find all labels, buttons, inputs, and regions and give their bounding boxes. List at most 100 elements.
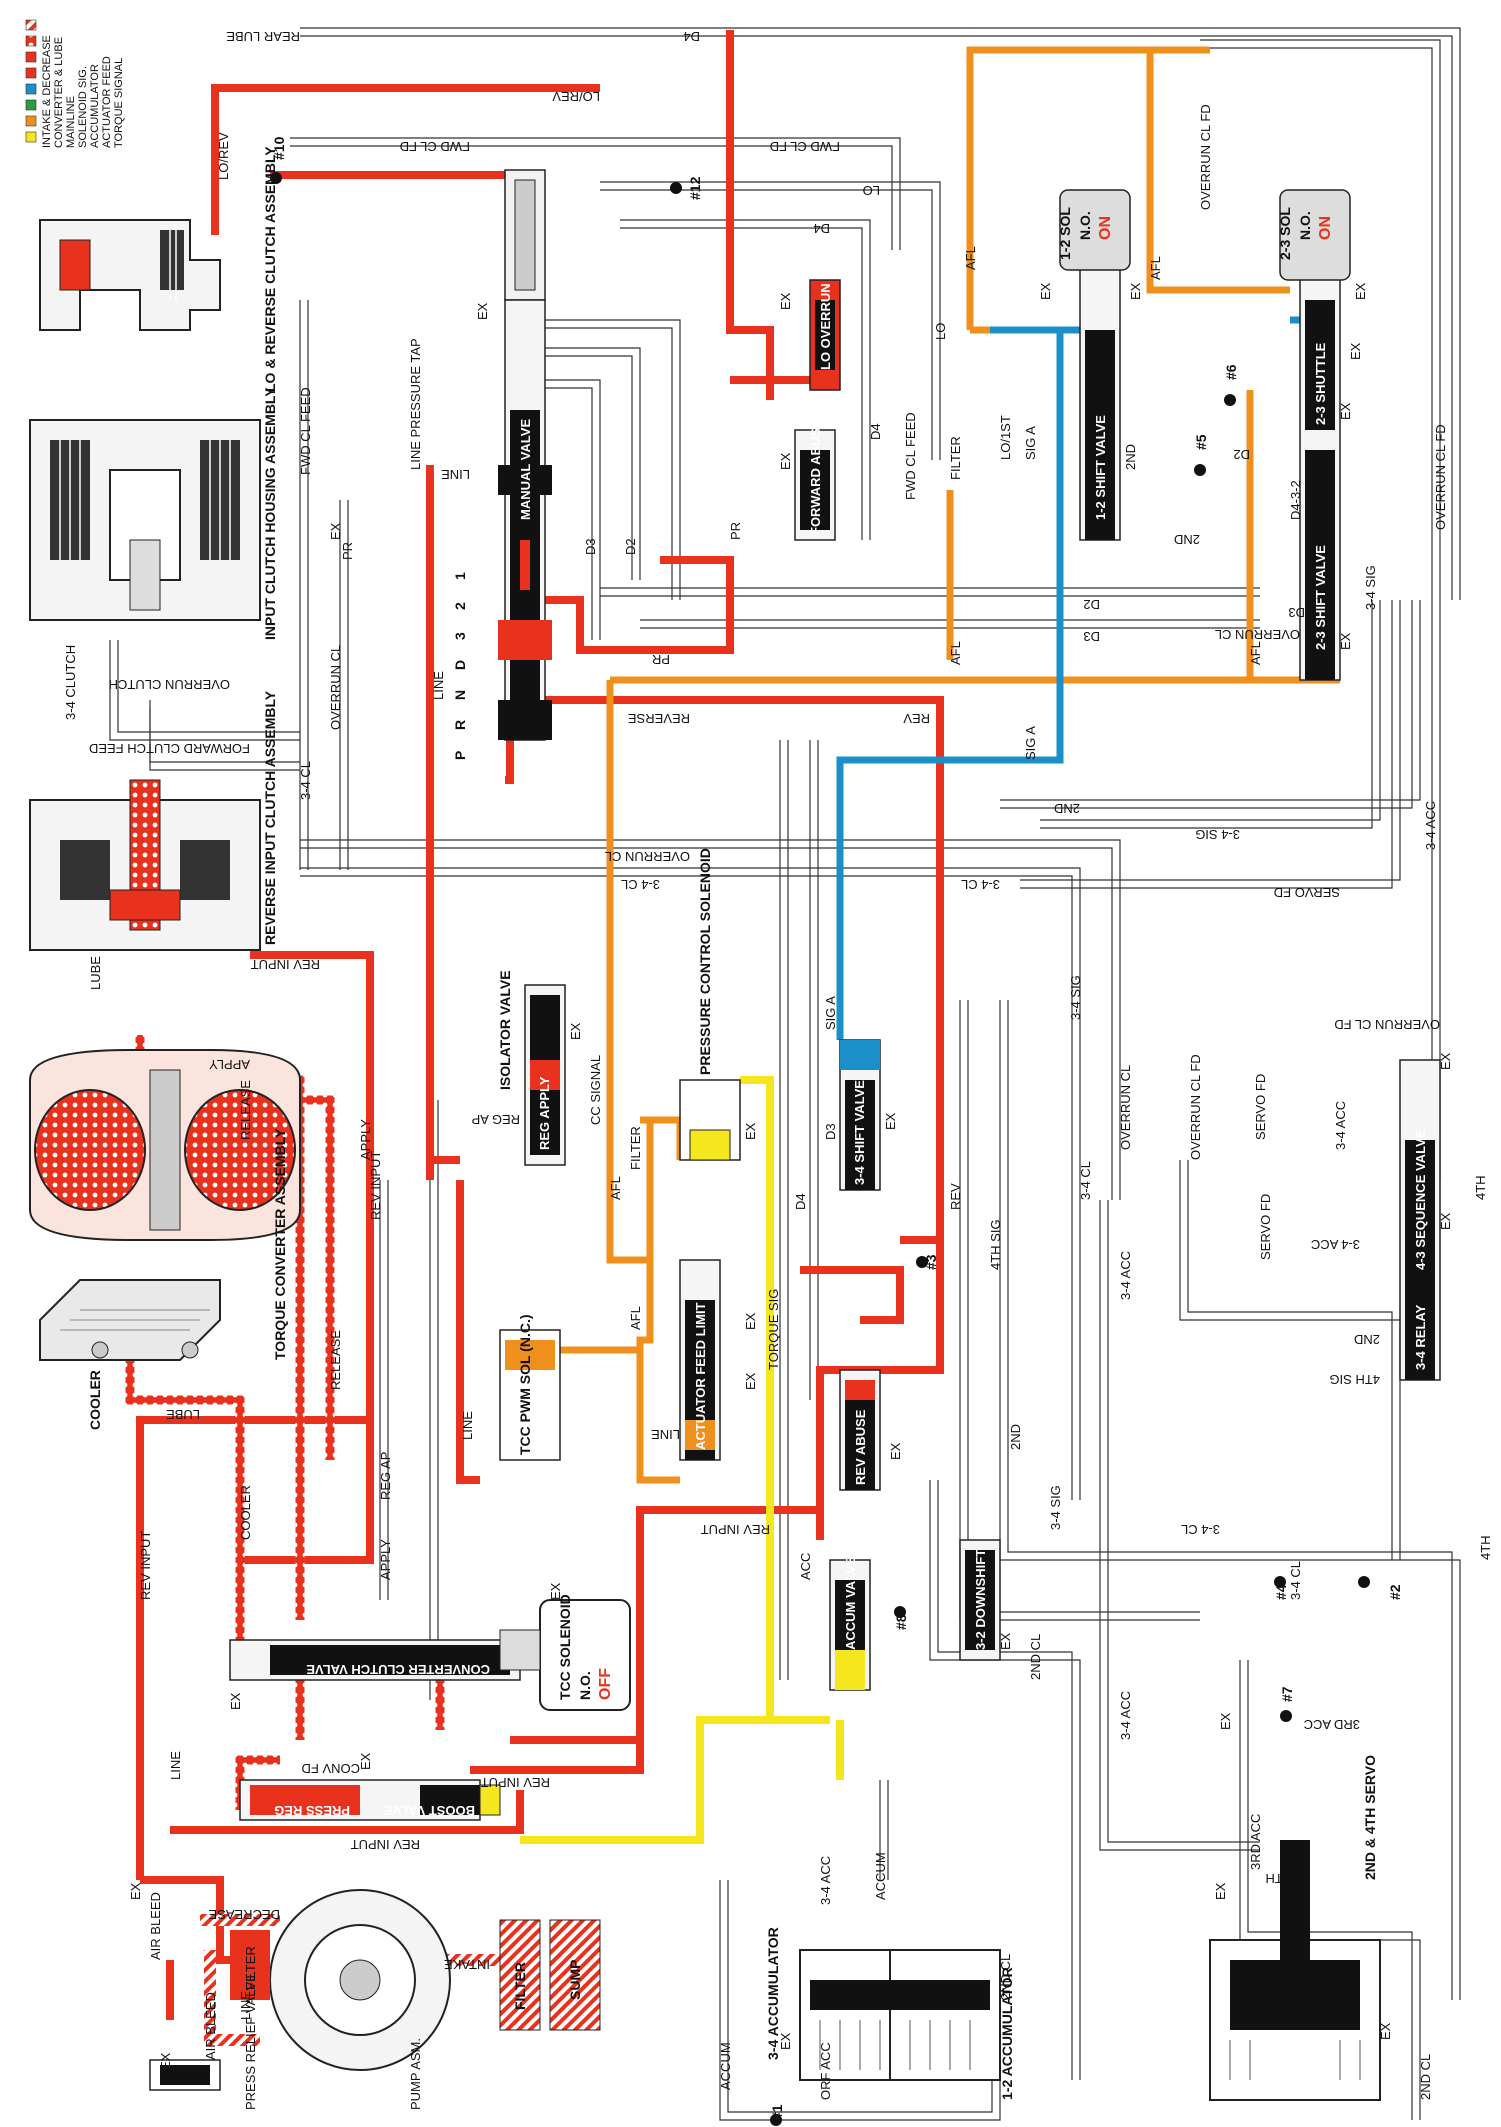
label-ex-34: EX xyxy=(883,1112,898,1130)
label-ex-press: EX xyxy=(358,1752,373,1770)
label-d3: D3 xyxy=(583,538,598,555)
label-forward-abuse: FORWARD ABUSE xyxy=(808,419,823,535)
cooler-drawing xyxy=(39,1279,221,1361)
mainline-rev xyxy=(540,696,944,1244)
label-sol-12-name: 1-2 SOL xyxy=(1057,207,1073,260)
label-overrun-cl-fd-vert: OVERRUN CL FD xyxy=(1188,1054,1203,1160)
label-ex-shuttle: EX xyxy=(1348,342,1363,360)
label-d3-horiz: D3 xyxy=(1083,629,1100,644)
checkball-4: #4 xyxy=(1273,1584,1289,1600)
label-lube: LUBE xyxy=(166,1407,200,1422)
label-rev-input-low: REV INPUT xyxy=(351,1837,420,1852)
label-ex-afl-2: EX xyxy=(743,1372,758,1390)
label-3-4-cl-ck: 3-4 CL xyxy=(1288,1561,1303,1600)
label-orun: OVERRUN CL xyxy=(1215,627,1300,642)
label-sol-23-type: N.O. xyxy=(1297,211,1313,240)
seq-43-relay-body xyxy=(1399,1059,1441,1381)
label-2nd-low: 2ND xyxy=(1008,1424,1023,1450)
shift-23-valve-body xyxy=(1279,189,1351,681)
press-relief-valve-body xyxy=(149,2059,221,2091)
label-2nd-top: 2ND xyxy=(1123,444,1138,470)
label-sig-a-3: SIG A xyxy=(823,996,838,1030)
label-4th-sig: 4TH SIG xyxy=(988,1219,1003,1270)
label-cc-signal: CC SIGNAL xyxy=(588,1055,603,1125)
label-air-bleed-low: AIR BLEED xyxy=(203,1992,218,2060)
label-reverse-input-assembly: REVERSE INPUT CLUTCH ASSEMBLY xyxy=(262,690,278,945)
label-lo-vert: LO xyxy=(933,323,948,340)
isolator-valve-body xyxy=(524,984,566,1166)
label-line-pressure-tap: LINE PRESSURE TAP xyxy=(408,338,423,470)
passage-3-4-sig xyxy=(1040,600,1381,821)
label-ex-line: EX xyxy=(128,1882,143,1900)
label-relay-34: 3-4 RELAY xyxy=(1413,1304,1428,1370)
label-seq-43: 4-3 SEQUENCE VALVE xyxy=(1413,1129,1428,1270)
label-2nd-cl-mid: 2ND CL xyxy=(1028,1634,1043,1680)
label-ex-isolator: EX xyxy=(568,1022,583,1040)
label-2nd-cl-acc: 2ND CL xyxy=(998,1954,1013,2000)
label-ex-pcs: EX xyxy=(743,1122,758,1140)
label-conv-fd: CONV FD xyxy=(302,1761,361,1776)
checkballs xyxy=(270,172,1370,2126)
label-lo-rev: LO/REV xyxy=(552,89,600,104)
label-apply-top: APPLY xyxy=(209,1057,250,1072)
label-manual-valve: MANUAL VALVE xyxy=(518,419,533,520)
label-ex-23-low: EX xyxy=(1338,632,1353,650)
label-sol-23-name: 2-3 SOL xyxy=(1277,207,1293,260)
label-fwd-cl-feed-mid: FWD CL FEED xyxy=(903,412,918,500)
checkball-1: #1 xyxy=(769,2104,785,2120)
passage-rear-lube xyxy=(300,27,1461,600)
label-lo: LO xyxy=(863,183,880,198)
legend-label-5: ACTUATOR FEED xyxy=(101,56,113,148)
label-sig-a-2: SIG A xyxy=(1023,726,1038,760)
label-d4-top: D4 xyxy=(683,29,700,44)
passage-4th xyxy=(999,1000,1461,2000)
label-reg-ap-vert: REG AP xyxy=(378,1452,393,1500)
label-3-4-acc-horiz: 3-4 ACC xyxy=(1311,1237,1360,1252)
label-acc: ACC xyxy=(798,1553,813,1580)
label-ex-lo-overrun: EX xyxy=(778,292,793,310)
label-tcc-solenoid-type: N.O. xyxy=(577,1671,593,1700)
pump-body xyxy=(230,1889,451,2071)
gear-2: 2 xyxy=(452,602,468,610)
label-filter-sump: FILTER xyxy=(512,1962,528,2010)
mainline-lo-rev xyxy=(211,84,600,235)
legend: INTAKE & DECREASE CONVERTER & LUBE MAINL… xyxy=(25,19,125,148)
torque-converter-drawing xyxy=(29,1049,301,1241)
label-3rd-acc-vert: 3RD ACC xyxy=(1248,1814,1263,1870)
label-torque-sig: TORQUE SIG xyxy=(766,1289,781,1370)
clutch-assemblies xyxy=(29,219,301,1361)
passage-servo-fd xyxy=(1020,600,1401,881)
label-ex-input: EX xyxy=(328,522,343,540)
label-ex-ccv: EX xyxy=(228,1692,243,1710)
label-input-clutch-assembly: INPUT CLUTCH HOUSING ASSEMBLY xyxy=(262,387,278,640)
label-fwd-cl-feed: FWD CL FEED xyxy=(298,387,313,475)
label-3-4-cl-right: 3-4 CL xyxy=(961,877,1000,892)
label-filter-pump: FILTER xyxy=(243,1946,258,1990)
label-overrun-cl-fd-mid: OVERRUN CL FD xyxy=(1334,1017,1440,1032)
label-ex-forward-abuse: EX xyxy=(778,452,793,470)
label-downshift-32: 3-2 DOWNSHIFT xyxy=(973,1549,988,1650)
label-rev-input-top: REV INPUT xyxy=(251,957,320,972)
label-rev-input-press: REV INPUT xyxy=(481,1775,550,1790)
pcs-body xyxy=(679,1079,741,1161)
passage-forward-clutch-feed xyxy=(109,640,300,741)
label-3-4-cl-low: 3-4 CL xyxy=(1181,1522,1220,1537)
legend-label-0: INTAKE & DECREASE xyxy=(41,35,53,148)
label-overrun-clutch: OVERRUN CLUTCH xyxy=(109,677,230,692)
label-lube-rev: LUBE xyxy=(88,956,103,990)
label-boost: BOOST VALVE xyxy=(383,1803,475,1818)
label-ex-seq-2: EX xyxy=(1438,1212,1453,1230)
label-3-4-sig-right: 3-4 SIG xyxy=(1363,565,1378,610)
label-d4: D4 xyxy=(813,221,830,236)
manual-valve[interactable] xyxy=(498,169,552,741)
actuator-feed-circuit xyxy=(520,46,1340,1484)
label-line-afl: LINE xyxy=(651,1427,680,1442)
passage-lo xyxy=(600,181,941,460)
passage-3-4-acc xyxy=(1000,600,1421,801)
label-lo-overrun: LO OVERRUN xyxy=(818,283,833,370)
label-sol-12-state: ON xyxy=(1097,216,1114,240)
label-lo-reverse-assembly: LO & REVERSE CLUTCH ASSEMBLY xyxy=(262,146,278,392)
label-press-reg: PRESS REG xyxy=(274,1803,350,1818)
label-overrun-cl-fd-right: OVERRUN CL FD xyxy=(1433,424,1448,530)
label-servo-fd-horiz: SERVO FD xyxy=(1274,885,1340,900)
